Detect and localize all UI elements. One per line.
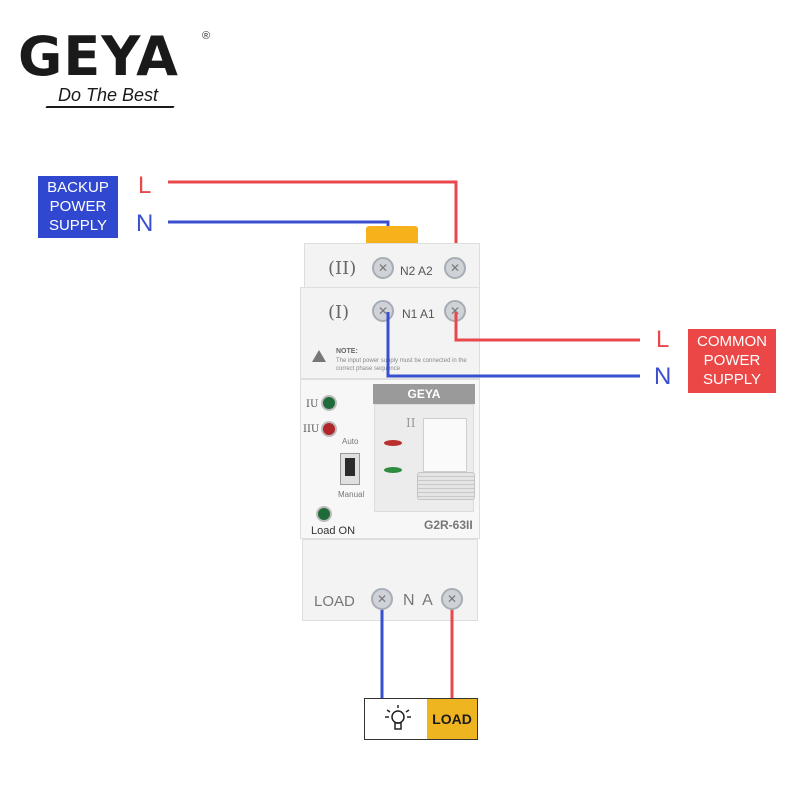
backup-label-line-3: SUPPLY	[48, 217, 108, 234]
backup-live-label: L	[138, 172, 152, 199]
load-n-terminal-screw[interactable]: ✕	[371, 588, 393, 610]
backup-label-line-2: POWER	[49, 198, 107, 215]
mode-auto-label: Auto	[342, 437, 359, 446]
terminal-n2-screw[interactable]: ✕	[372, 257, 394, 279]
common-neutral-wire	[386, 312, 640, 378]
row-2-terminal-labels: N2 A2	[400, 264, 433, 278]
load-a-terminal-screw[interactable]: ✕	[441, 588, 463, 610]
terminal-a2-screw[interactable]: ✕	[444, 257, 466, 279]
backup-live-wire	[168, 180, 458, 268]
indicator-2-label: IIU	[303, 424, 320, 435]
indicator-1-label: IU	[306, 399, 319, 410]
load-terminal-labels: N A	[403, 592, 435, 609]
row-1-terminal-labels: N1 A1	[402, 307, 435, 321]
common-label-line-2: POWER	[703, 352, 761, 369]
green-indicator-led	[384, 467, 402, 473]
note-title: NOTE:	[336, 348, 358, 355]
note-text: The input power supply must be connected…	[336, 358, 467, 372]
common-neutral-label: N	[654, 363, 672, 390]
backup-label-line-1: BACKUP	[47, 179, 109, 196]
common-label-line-3: SUPPLY	[702, 371, 762, 388]
brand-slogan: Do The Best	[58, 85, 159, 105]
common-live-wire	[454, 312, 640, 342]
backup-power-supply-box: BACKUP POWER SUPPLY	[38, 176, 118, 238]
registered-mark: ®	[202, 30, 211, 42]
backup-neutral-label: N	[136, 210, 154, 237]
mode-selector-switch[interactable]	[340, 453, 360, 485]
brand-logo: GEYA	[18, 25, 179, 88]
mode-manual-label: Manual	[338, 490, 365, 499]
common-live-label: L	[656, 326, 670, 353]
light-bulb-icon	[385, 705, 411, 730]
row-2-roman-label: (II)	[328, 258, 357, 279]
device-brand-badge: GEYA	[373, 384, 475, 404]
model-label: G2R-63II	[424, 518, 473, 532]
load-label: LOAD	[427, 699, 477, 739]
source-1-indicator	[321, 395, 337, 411]
handle-position-mark: II	[406, 416, 416, 430]
switch-handle-slot	[423, 418, 467, 472]
common-power-supply-box: COMMON POWER SUPPLY	[688, 329, 776, 393]
device-load-label: LOAD	[314, 593, 355, 610]
row-1-roman-label: (I)	[328, 302, 350, 323]
switch-handle[interactable]	[417, 472, 475, 500]
load-on-indicator	[316, 506, 332, 522]
common-label-line-1: COMMON	[697, 333, 767, 350]
red-indicator-led	[384, 440, 402, 446]
orange-clip	[366, 226, 418, 248]
source-2-indicator	[321, 421, 337, 437]
load-on-label: Load ON	[311, 525, 356, 537]
warning-icon	[312, 350, 326, 362]
